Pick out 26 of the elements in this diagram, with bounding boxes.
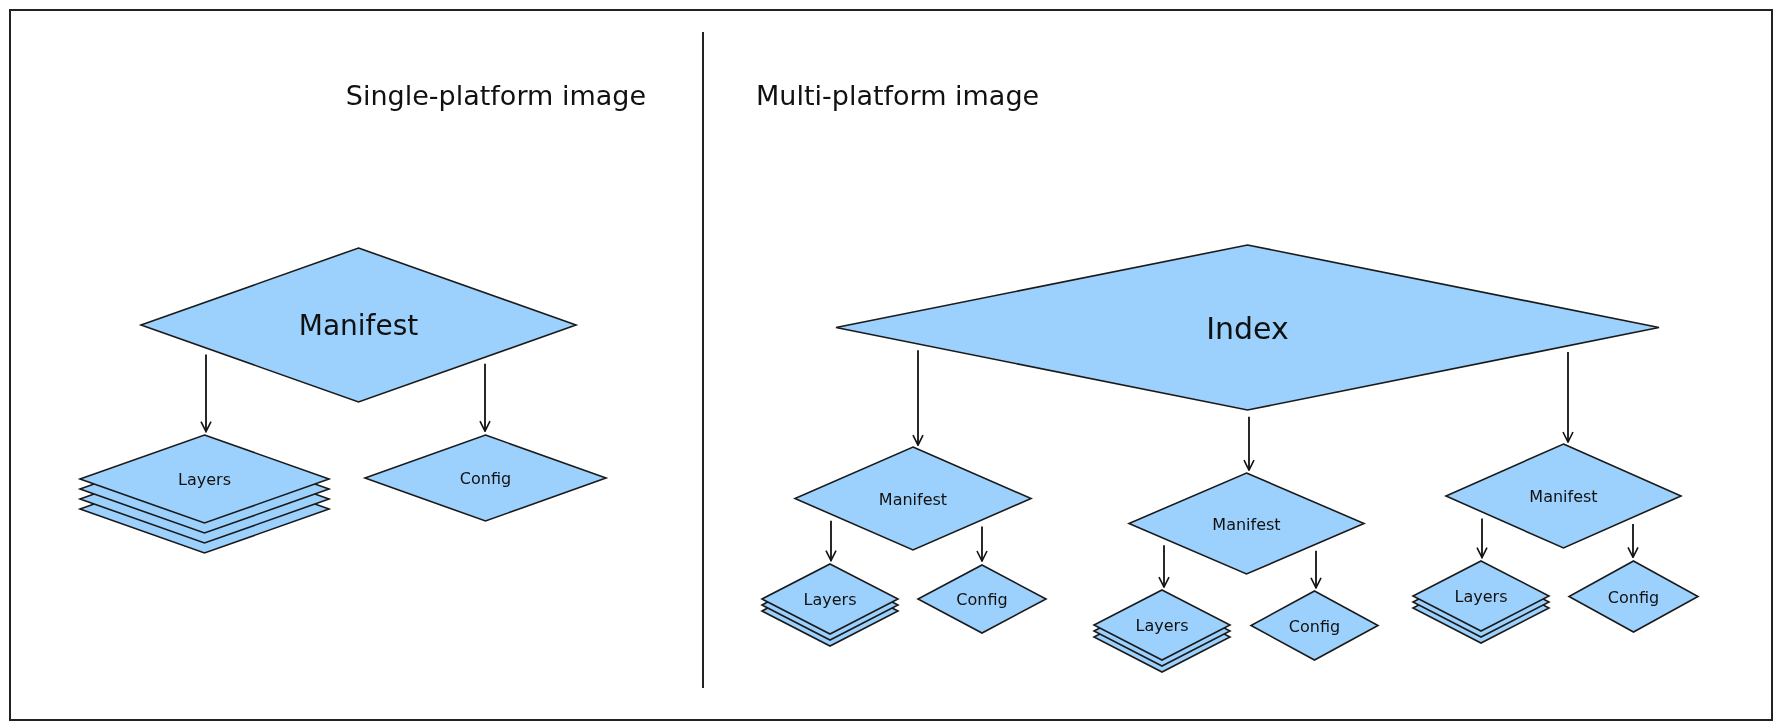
section-heading: Single-platform image <box>345 80 646 111</box>
diamond-label: Layers <box>1453 586 1509 606</box>
arrow <box>1310 549 1322 589</box>
diamond-label: Manifest <box>877 489 949 508</box>
diamond-title: Index <box>1205 310 1290 345</box>
arrow <box>825 519 837 562</box>
arrow <box>1243 415 1255 471</box>
diamond-title: Manifest <box>297 308 420 342</box>
diamond-label: Manifest <box>1528 486 1599 506</box>
arrow <box>912 349 924 447</box>
section-heading: Multi-platform image <box>756 80 1040 111</box>
arrow <box>1562 351 1574 443</box>
diamond-label: Config <box>458 468 513 488</box>
arrow <box>200 353 212 433</box>
diamond-label: Config <box>955 589 1009 609</box>
arrow <box>1158 544 1170 588</box>
arrow <box>1476 517 1488 559</box>
diamond-label: Layers <box>1134 615 1190 635</box>
diamond-label: Layers <box>802 589 858 609</box>
diamond-label: Config <box>1287 616 1342 635</box>
arrow <box>976 525 988 562</box>
arrow <box>479 362 491 433</box>
arrow <box>1627 523 1639 559</box>
diamond-label: Manifest <box>1211 514 1282 533</box>
diamond-label: Config <box>1606 587 1661 606</box>
diamond-label: Layers <box>177 469 232 489</box>
